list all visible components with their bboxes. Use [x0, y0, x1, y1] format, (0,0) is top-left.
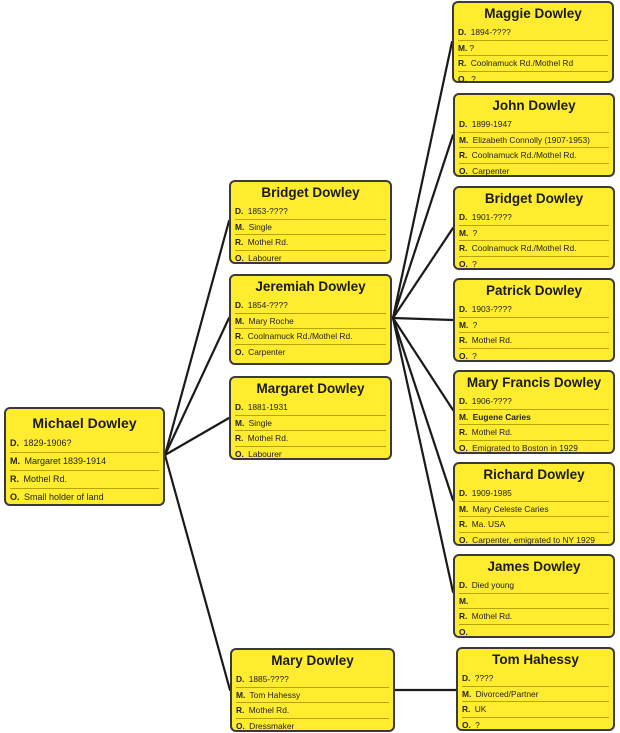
person-card-richard-dowley: Richard Dowley D. 1909-1985 M. Mary Cele… — [453, 462, 615, 546]
residence-row: R. Ma. USA — [459, 517, 609, 533]
residence-row: R. Mothel Rd. — [459, 333, 609, 349]
birth-death-row: D. 1899-1947 — [459, 117, 609, 133]
person-card-mary-francis-dowley: Mary Francis Dowley D. 1906-???? M. Euge… — [453, 370, 615, 454]
residence-row: R. Mothel Rd. — [236, 703, 389, 719]
occupation-row: O. ? — [459, 258, 477, 269]
link-jeremiah-maggie — [391, 40, 454, 320]
occupation-row: O. Dressmaker — [236, 720, 295, 731]
person-name: Tom Hahessy — [492, 652, 579, 667]
link-michael-bridget — [163, 219, 231, 457]
occupation-row: O. ? — [462, 719, 480, 730]
married-row: M. Single — [235, 220, 386, 235]
link-michael-mary — [163, 453, 232, 692]
residence-row: R. Mothel Rd. — [459, 425, 609, 441]
person-card-mary-dowley: Mary Dowley D. 1885-???? M. Tom Hahessy … — [230, 648, 395, 732]
person-name: John Dowley — [492, 98, 576, 113]
link-jeremiah-richard — [391, 316, 455, 502]
person-card-margaret-dowley: Margaret Dowley D. 1881-1931 M. Single R… — [229, 376, 392, 460]
married-row: M. Elizabeth Connolly (1907-1953) — [459, 133, 609, 148]
birth-death-row: D. 1854-???? — [235, 298, 386, 314]
person-card-john-dowley: John Dowley D. 1899-1947 M. Elizabeth Co… — [453, 93, 615, 177]
residence-row: R. Mothel Rd. — [459, 609, 609, 625]
residence-row: R. UK — [462, 702, 609, 718]
occupation-row: O. Carpenter — [459, 165, 510, 176]
residence-row: R. Coolnamuck Rd./Mothel Rd — [458, 56, 608, 72]
residence-row: R. Mothel Rd. — [235, 431, 386, 447]
birth-death-row: D. 1853-???? — [235, 204, 386, 220]
person-name: James Dowley — [487, 559, 581, 574]
married-row: M.? — [458, 41, 608, 56]
person-card-bridget-dowley-1901: Bridget Dowley D. 1901-???? M. ? R. Cool… — [453, 186, 615, 270]
married-row: M. Mary Celeste Caries — [459, 502, 609, 517]
person-card-michael-dowley: Michael Dowley D. 1829-1906? M. Margaret… — [4, 407, 165, 506]
birth-death-row: D. 1829-1906? — [10, 435, 159, 453]
link-jeremiah-james — [391, 316, 455, 594]
person-name: Bridget Dowley — [261, 185, 360, 200]
married-row: M. Single — [235, 416, 386, 431]
occupation-row: O. Small holder of land — [10, 492, 104, 502]
person-card-james-dowley: James Dowley D. Died young M. R. Mothel … — [453, 554, 615, 638]
married-row: M. Tom Hahessy — [236, 688, 389, 703]
married-row: M. Eugene Caries — [459, 410, 609, 425]
birth-death-row: D. 1909-1985 — [459, 486, 609, 502]
occupation-row: O. Labourer — [235, 252, 282, 263]
person-card-patrick-dowley: Patrick Dowley D. 1903-???? M. ? R. Moth… — [453, 278, 615, 362]
person-name: Margaret Dowley — [256, 381, 365, 396]
married-row: M. Mary Roche — [235, 314, 386, 329]
link-michael-jeremiah — [163, 316, 231, 457]
person-name: Jeremiah Dowley — [255, 279, 366, 294]
occupation-row: O. ? — [459, 350, 477, 361]
person-name: Maggie Dowley — [484, 6, 582, 21]
person-name: Bridget Dowley — [484, 191, 584, 206]
birth-death-row: D. 1885-???? — [236, 672, 389, 688]
residence-row: R. Mothel Rd. — [235, 235, 386, 251]
person-card-jeremiah-dowley: Jeremiah Dowley D. 1854-???? M. Mary Roc… — [229, 274, 392, 365]
married-row: M. ? — [459, 318, 609, 333]
link-jeremiah-patrick — [391, 316, 455, 322]
occupation-row: O. Carpenter, emigrated to NY 1929 — [459, 534, 595, 545]
person-name: Michael Dowley — [32, 415, 137, 431]
occupation-row: O. — [459, 626, 468, 637]
occupation-row: O. Emigrated to Boston in 1929 — [459, 442, 578, 453]
occupation-row: O. ? — [458, 73, 476, 84]
residence-row: R. Coolnamuck Rd./Mothel Rd. — [459, 241, 609, 257]
birth-death-row: D. Died young — [459, 578, 609, 594]
link-jeremiah-bridget2 — [391, 226, 455, 320]
person-card-maggie-dowley: Maggie Dowley D. 1894-???? M.? R. Coolna… — [452, 1, 614, 84]
person-card-bridget-dowley: Bridget Dowley D. 1853-???? M. Single R.… — [229, 180, 392, 264]
birth-death-row: D. 1894-???? — [458, 25, 608, 41]
person-card-tom-hahessy: Tom Hahessy D. ???? M. Divorced/Partner … — [456, 647, 615, 731]
married-row: M. Margaret 1839-1914 — [10, 453, 159, 471]
birth-death-row: D. ???? — [462, 671, 609, 687]
residence-row: R. Coolnamuck Rd./Mothel Rd. — [459, 148, 609, 164]
married-row: M. ? — [459, 226, 609, 241]
married-row: M. — [459, 594, 609, 609]
birth-death-row: D. 1901-???? — [459, 210, 609, 226]
person-name: Patrick Dowley — [485, 283, 583, 298]
person-name: Mary Dowley — [271, 653, 354, 668]
birth-death-row: D. 1903-???? — [459, 302, 609, 318]
birth-death-row: D. 1881-1931 — [235, 400, 386, 416]
link-michael-margaret — [163, 416, 231, 457]
residence-row: R. Coolnamuck Rd./Mothel Rd. — [235, 329, 386, 345]
occupation-row: O. Labourer — [235, 448, 282, 459]
person-name: Richard Dowley — [483, 467, 585, 482]
birth-death-row: D. 1906-???? — [459, 394, 609, 410]
residence-row: R. Mothel Rd. — [10, 471, 159, 489]
occupation-row: O. Carpenter — [235, 346, 286, 357]
person-name: Mary Francis Dowley — [466, 375, 602, 390]
link-jeremiah-maryf — [391, 316, 455, 412]
married-row: M. Divorced/Partner — [462, 687, 609, 702]
link-jeremiah-john — [391, 133, 455, 320]
